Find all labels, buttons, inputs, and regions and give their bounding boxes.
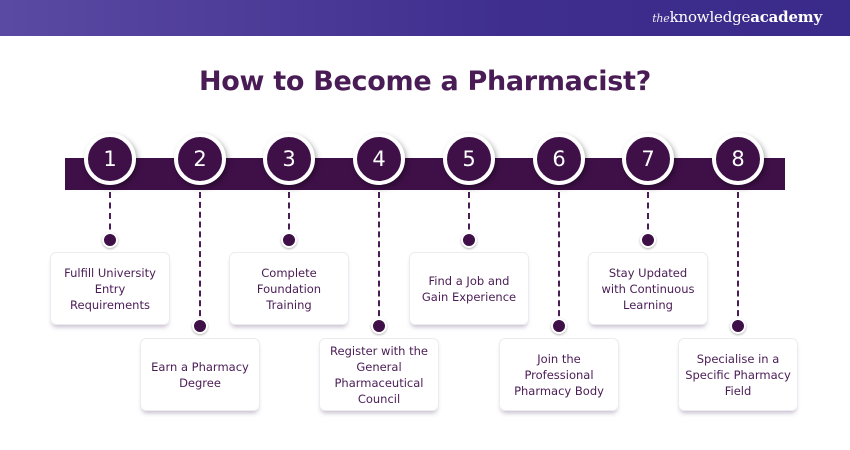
step-card: Fulfill University Entry Requirements <box>50 252 170 325</box>
step-number-circle: 1 <box>84 133 136 185</box>
connector-line <box>378 192 380 326</box>
page-title: How to Become a Pharmacist? <box>199 66 651 97</box>
timeline-band <box>65 158 785 190</box>
connector-dot <box>640 232 656 248</box>
step-label: Find a Job and Gain Experience <box>421 273 517 304</box>
step-number-circle: 3 <box>263 133 315 185</box>
connector-dot <box>102 232 118 248</box>
connector-line <box>109 192 111 240</box>
connector-line <box>288 192 290 240</box>
step-label: Earn a Pharmacy Degree <box>151 359 249 390</box>
connector-dot <box>281 232 297 248</box>
step-number-circle: 5 <box>443 133 495 185</box>
step-label: Stay Updated with Continuous Learning <box>601 265 695 312</box>
connector-line <box>558 192 560 326</box>
step-number-circle: 7 <box>622 133 674 185</box>
connector-line <box>647 192 649 240</box>
header-bar: theknowledgeacademy <box>0 0 850 36</box>
step-card: Register with the General Pharmaceutical… <box>319 338 439 411</box>
connector-line <box>737 192 739 326</box>
brand-bold: academy <box>750 8 822 26</box>
step-label: Register with the General Pharmaceutical… <box>330 343 428 406</box>
step-number-circle: 4 <box>353 133 405 185</box>
connector-dot <box>461 232 477 248</box>
connector-dot <box>192 318 208 334</box>
step-card: Stay Updated with Continuous Learning <box>588 252 708 325</box>
connector-line <box>199 192 201 326</box>
step-number-circle: 2 <box>174 133 226 185</box>
step-number-circle: 8 <box>712 133 764 185</box>
connector-line <box>468 192 470 240</box>
step-card: Complete Foundation Training <box>229 252 349 325</box>
step-label: Complete Foundation Training <box>256 265 322 312</box>
step-card: Specialise in a Specific Pharmacy Field <box>678 338 798 411</box>
step-card: Join the Professional Pharmacy Body <box>499 338 619 411</box>
step-label: Join the Professional Pharmacy Body <box>514 351 604 398</box>
connector-dot <box>730 318 746 334</box>
step-card: Find a Job and Gain Experience <box>409 252 529 325</box>
step-label: Fulfill University Entry Requirements <box>64 265 156 312</box>
step-card: Earn a Pharmacy Degree <box>140 338 260 411</box>
step-number-circle: 6 <box>533 133 585 185</box>
brand-prefix: the <box>652 12 670 25</box>
step-label: Specialise in a Specific Pharmacy Field <box>685 351 791 398</box>
connector-dot <box>371 318 387 334</box>
brand-logo: theknowledgeacademy <box>652 8 822 26</box>
brand-main: knowledge <box>669 8 751 26</box>
connector-dot <box>551 318 567 334</box>
